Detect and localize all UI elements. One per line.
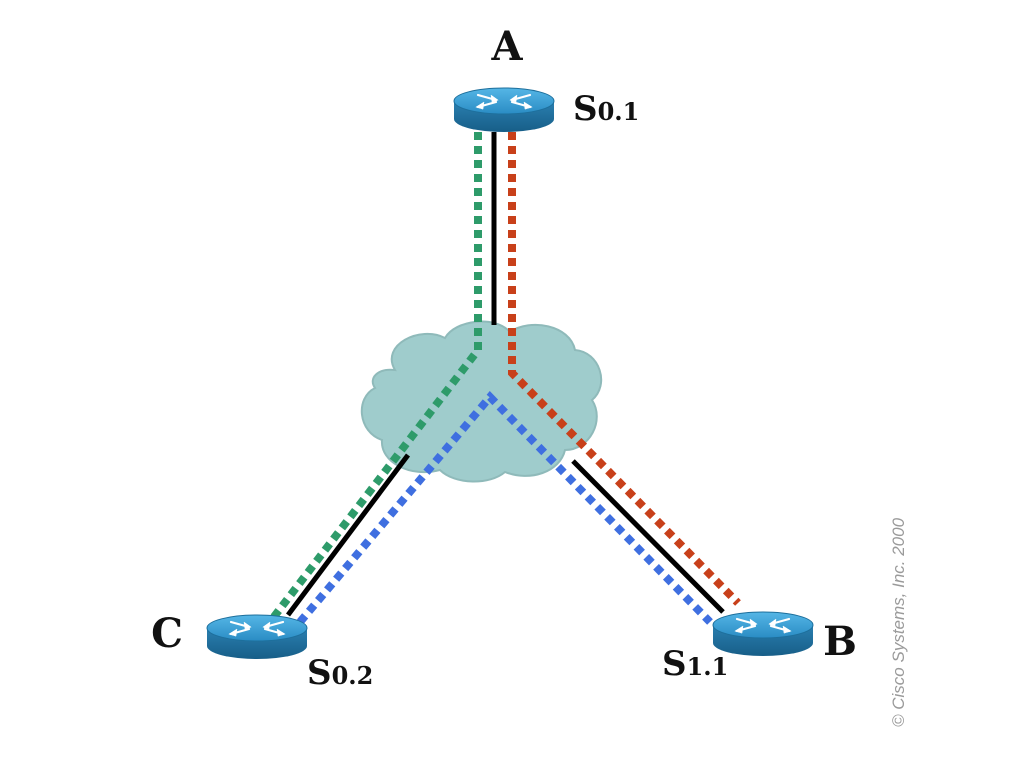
interface-prefix-a: S [573,89,598,129]
virtual-circuit-a-c [269,132,482,621]
physical-link-c [286,453,410,617]
virtual-circuit-c-b [296,391,713,625]
router-icon [711,610,815,658]
router-icon [452,86,556,134]
virtual-circuit-a-b [508,132,741,606]
interface-number-a: 0.1 [598,97,640,126]
physical-link-b [571,459,725,614]
router-b [711,610,815,658]
physical-links [286,132,725,617]
node-label-c: C [151,610,183,657]
router-a [452,86,556,134]
interface-label-a: S0.1 [573,89,639,129]
copyright-text: © Cisco Systems, Inc. 2000 [889,517,908,727]
node-label-a: A [490,23,523,70]
interface-prefix-c: S [307,653,332,693]
interface-label-c: S0.2 [307,653,373,693]
node-label-b: B [823,618,857,665]
router-icon [205,613,309,661]
interface-number-c: 0.2 [332,661,374,690]
interface-label-b: S1.1 [662,644,728,684]
interface-prefix-b: S [662,644,687,684]
router-c [205,613,309,661]
interface-number-b: 1.1 [687,652,729,681]
